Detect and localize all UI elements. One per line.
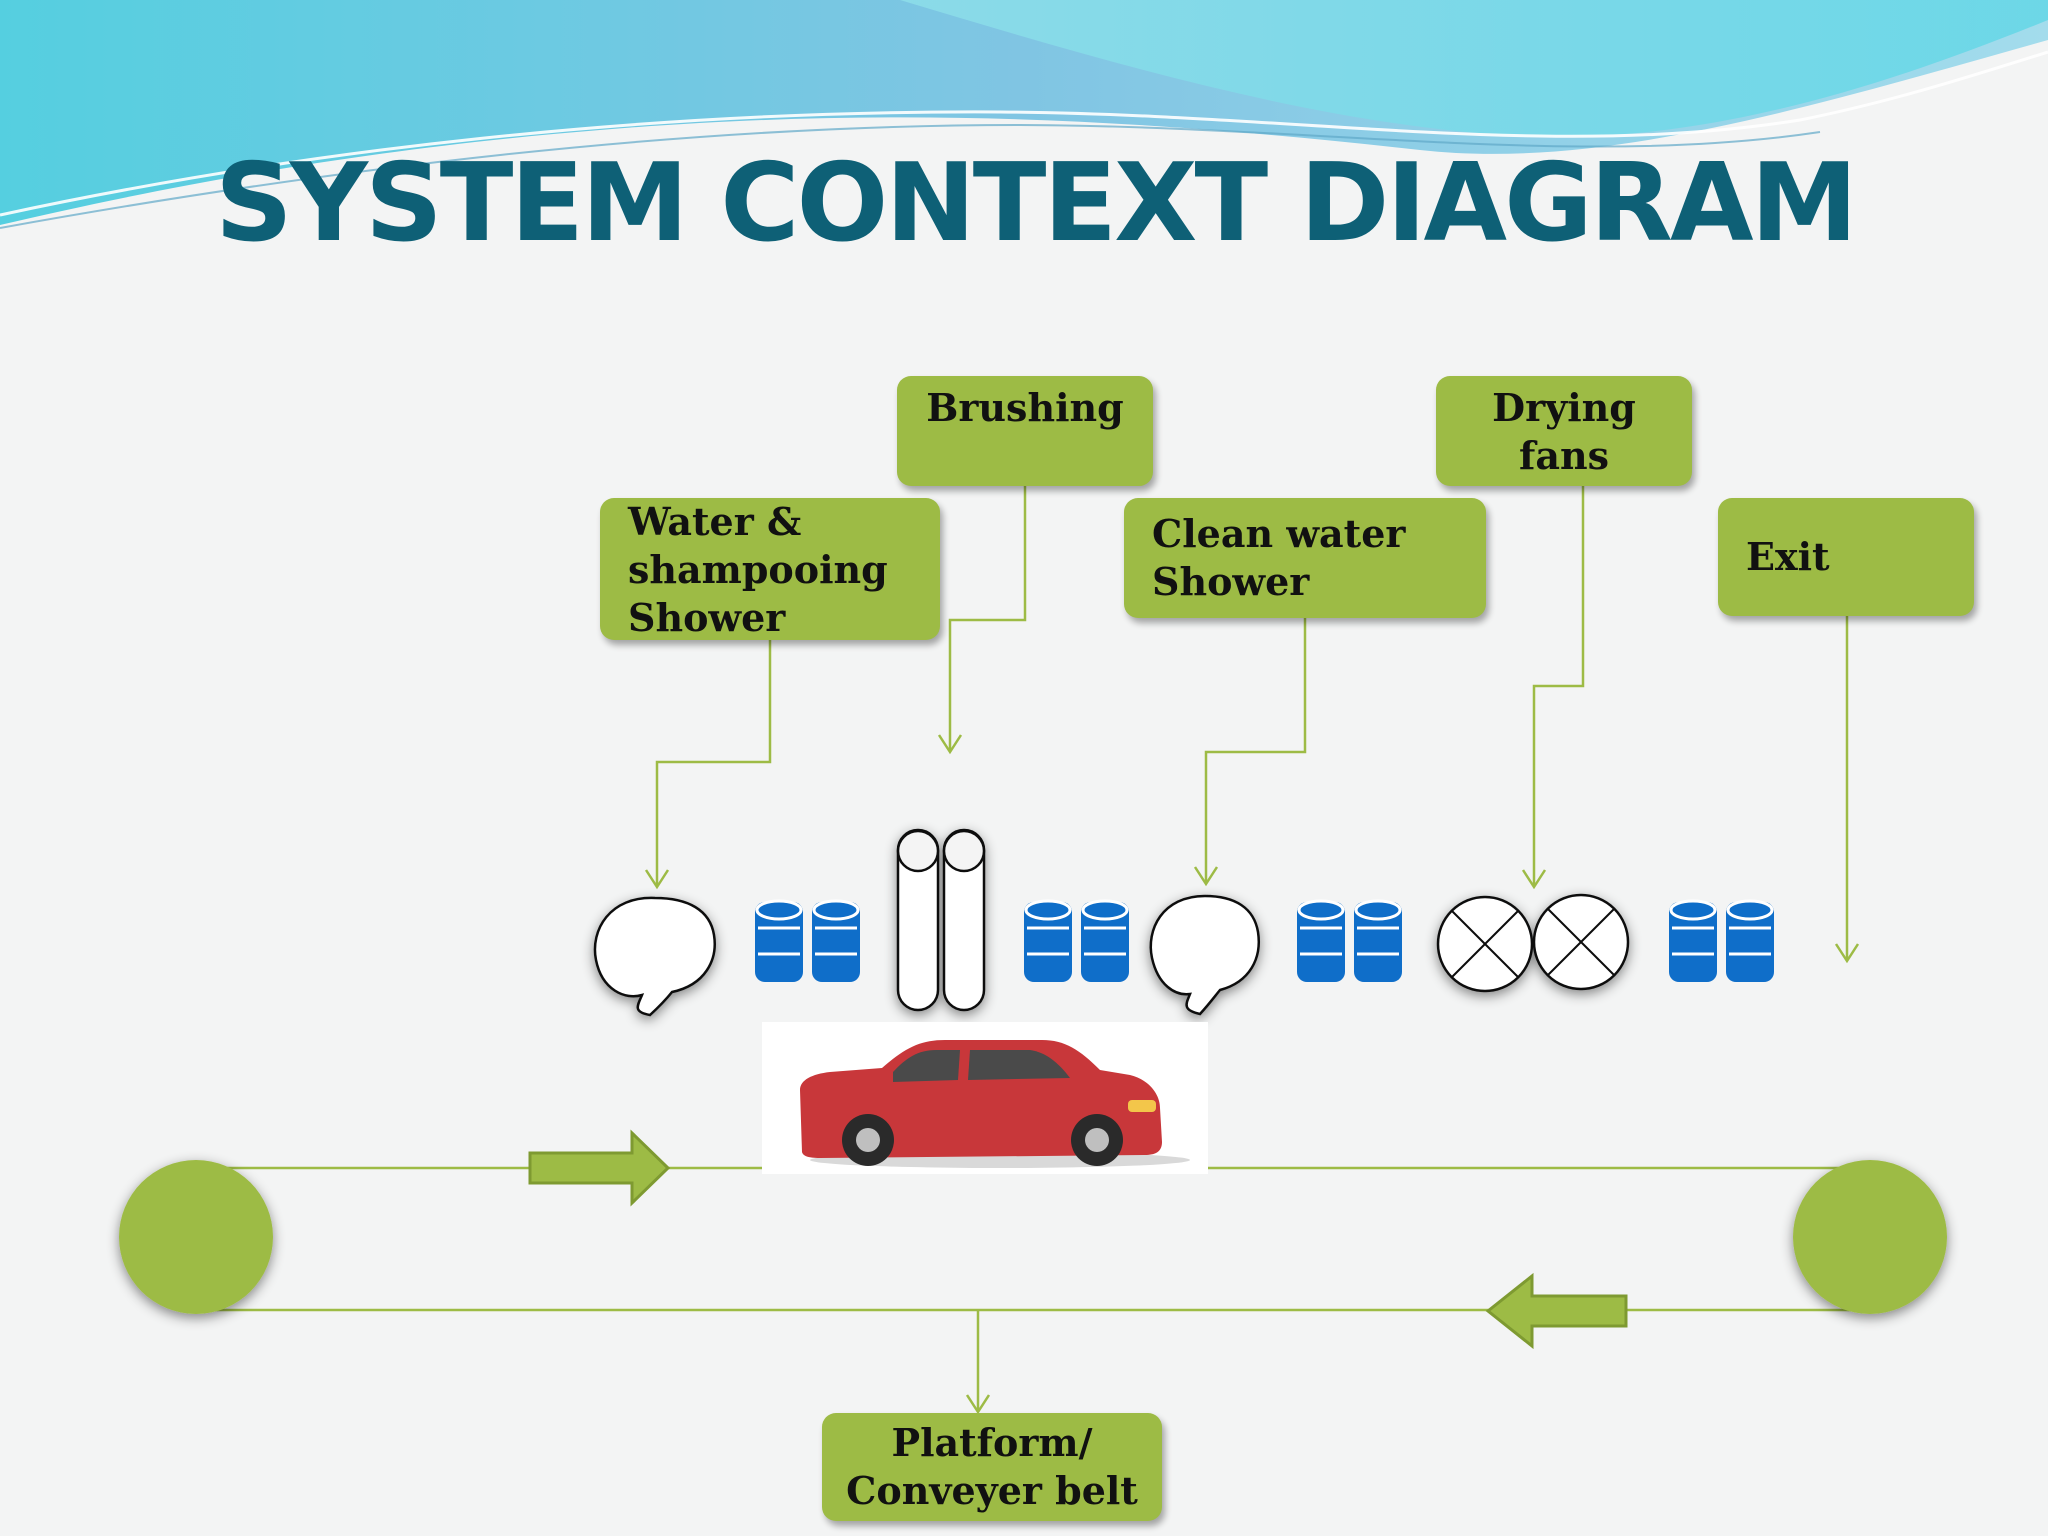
header-wave	[0, 0, 2048, 229]
clean-water-shower-box: Clean water Shower	[1124, 498, 1486, 618]
arrowheads	[644, 734, 1860, 1415]
roller-cap	[812, 899, 860, 921]
water-shampooing-shower-box: Water & shampooing Shower	[600, 498, 940, 640]
roller-cap	[1669, 899, 1717, 921]
roller-body	[755, 902, 803, 982]
roller-cap	[1354, 899, 1402, 921]
roller-groups	[755, 899, 1774, 982]
connector-clean-shower	[1204, 618, 1307, 882]
roller-body	[1669, 902, 1717, 982]
roller-cap	[1297, 899, 1345, 921]
roller-pair-icon	[1297, 899, 1402, 982]
roller-cap	[1726, 899, 1774, 921]
connector-drying	[1532, 486, 1585, 885]
roller-body	[812, 902, 860, 982]
roller-pair-icon	[755, 899, 860, 982]
connector-water-shower	[655, 640, 772, 885]
exit-box: Exit	[1718, 498, 1974, 616]
roller-body	[1726, 902, 1774, 982]
roller-body	[1081, 902, 1129, 982]
brushing-box: Brushing	[897, 376, 1153, 486]
fan-icon	[1436, 893, 1630, 993]
brush-pair-icon	[896, 828, 986, 1012]
roller-body	[1024, 902, 1072, 982]
platform-conveyer-belt-box: Platform/ Conveyer belt	[822, 1413, 1162, 1521]
shower-head-icon-clean	[1149, 894, 1260, 1016]
page-title: SYSTEM CONTEXT DIAGRAM	[214, 141, 1858, 266]
connector-brushing	[948, 486, 1027, 750]
roller-pair-icon	[1669, 899, 1774, 982]
roller-body	[1354, 902, 1402, 982]
roller-cap	[1024, 899, 1072, 921]
pulley-icon	[119, 1160, 1947, 1314]
direction-arrow-icon	[528, 1129, 1628, 1350]
shower-head-icon	[593, 896, 716, 1017]
car-icon	[762, 1022, 1208, 1174]
roller-body	[1297, 902, 1345, 982]
roller-cap	[755, 899, 803, 921]
roller-cap	[1081, 899, 1129, 921]
roller-pair-icon	[1024, 899, 1129, 982]
drying-fans-box: Drying fans	[1436, 376, 1692, 486]
